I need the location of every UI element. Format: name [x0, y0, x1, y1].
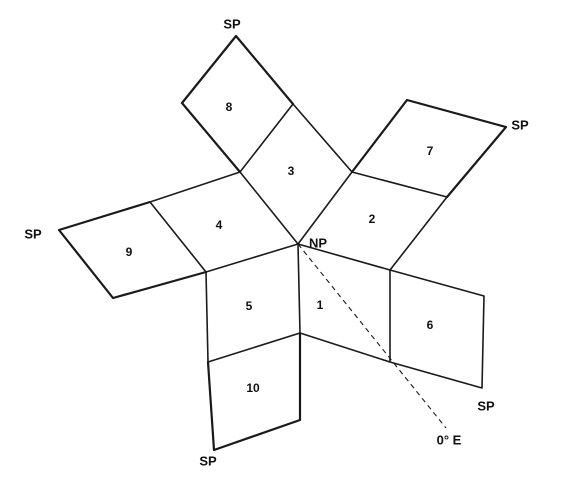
face-label-10: 10: [246, 381, 260, 395]
face-7-outline: [350, 98, 508, 199]
face-10-outline: [206, 331, 302, 452]
face-label-2: 2: [369, 212, 376, 226]
face-label-4: 4: [216, 218, 223, 232]
face-label-3: 3: [288, 164, 295, 178]
south-pole-label-top: SP: [223, 16, 241, 31]
face-5-outline: [205, 271, 301, 363]
face-labels: 1 2 3 4 5 6 7 8 9 10: [126, 100, 434, 395]
face-label-1: 1: [317, 298, 324, 312]
face-2-outline: [297, 171, 448, 271]
south-pole-label-bottom-left: SP: [199, 453, 217, 468]
face-3-outline: [239, 103, 353, 245]
face-6-outline: [389, 269, 485, 389]
face-outlines: [57, 34, 508, 452]
face-label-7: 7: [427, 144, 434, 158]
meridian-label: 0° E: [437, 432, 462, 447]
face-9-outline: [57, 200, 208, 300]
south-pole-label-right: SP: [511, 117, 529, 132]
face-label-5: 5: [246, 299, 253, 313]
face-label-6: 6: [427, 318, 434, 332]
pole-labels: NP SP SP SP SP SP 0° E: [24, 16, 529, 468]
south-pole-label-bottom-right: SP: [477, 398, 495, 413]
south-pole-label-left: SP: [24, 226, 42, 241]
north-pole-label: NP: [309, 235, 327, 250]
face-4-outline: [149, 171, 299, 273]
face-label-8: 8: [226, 100, 233, 114]
face-8-outline: [180, 34, 295, 174]
face-label-9: 9: [126, 245, 133, 259]
meridian-dashed-line: [297, 243, 447, 429]
